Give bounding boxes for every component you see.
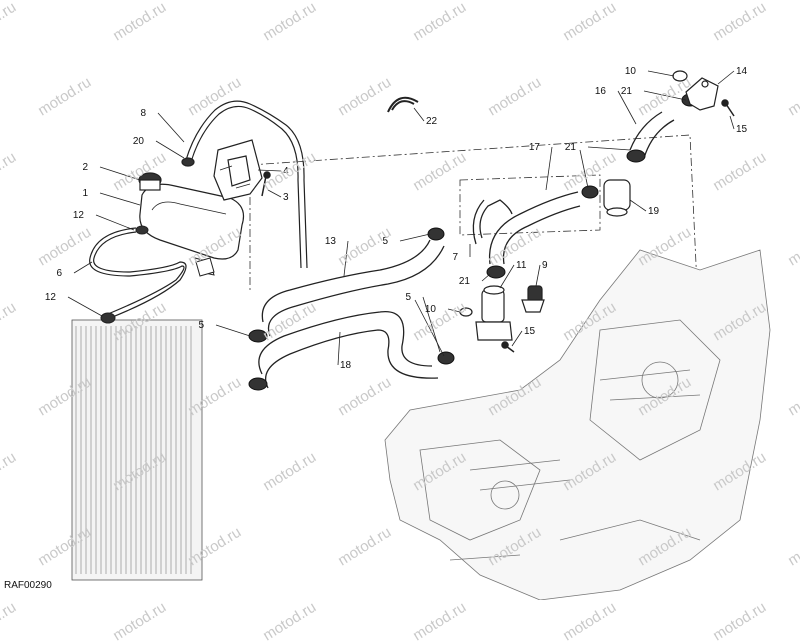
- callout-c17: 17: [529, 142, 541, 153]
- leader-line: [587, 146, 631, 151]
- leader-line: [447, 308, 461, 313]
- engine-block: [384, 249, 771, 601]
- callout-c2: 2: [82, 162, 88, 173]
- callout-labels: 1234555678910101112121314151516171819202…: [45, 66, 748, 371]
- callout-c21c: 21: [459, 276, 471, 287]
- watermark-text: motod.ru: [410, 598, 470, 644]
- clamp-22: [387, 96, 419, 113]
- callout-c9: 9: [542, 260, 548, 271]
- watermark-text: motod.ru: [260, 598, 320, 644]
- callout-c7: 7: [452, 252, 458, 263]
- callout-c12b: 12: [45, 292, 57, 303]
- leader-line: [499, 264, 515, 289]
- leader-line: [95, 214, 135, 231]
- leader-lines: [67, 70, 735, 366]
- callout-c15b: 15: [524, 326, 536, 337]
- sensor-9: [521, 285, 545, 313]
- leader-line: [337, 331, 341, 366]
- leader-line: [629, 199, 647, 212]
- screw-15-top: [721, 99, 735, 117]
- callout-c20: 20: [133, 136, 145, 147]
- leader-line: [579, 149, 589, 189]
- connector-14: [685, 77, 719, 111]
- leader-line: [99, 166, 141, 181]
- tank-cap: [138, 172, 162, 191]
- leader-line: [729, 115, 735, 130]
- hose-6: [89, 227, 187, 319]
- radiator: [71, 319, 203, 581]
- callout-c21a: 21: [621, 86, 633, 97]
- callout-c13: 13: [325, 236, 337, 247]
- hose-18: [258, 311, 439, 389]
- watermark-text: motod.ru: [560, 598, 620, 644]
- overflow-pipe: [185, 100, 308, 269]
- clamps-21: [486, 93, 699, 279]
- callout-c8: 8: [140, 108, 146, 119]
- leader-line: [647, 70, 675, 77]
- callout-c18: 18: [340, 360, 352, 371]
- callout-c19: 19: [648, 206, 660, 217]
- callout-c22: 22: [426, 116, 438, 127]
- leader-line: [717, 70, 735, 85]
- callout-c5a: 5: [382, 236, 388, 247]
- leader-line: [155, 140, 185, 159]
- leader-line: [157, 112, 185, 143]
- callout-c5b: 5: [198, 320, 204, 331]
- hose-clamps-5: [248, 227, 455, 391]
- leader-line: [73, 261, 93, 274]
- callout-c10b: 10: [425, 304, 437, 315]
- watermark-text: motod.ru: [110, 598, 170, 644]
- leader-line: [414, 299, 445, 357]
- callout-c5c: 5: [405, 292, 411, 303]
- leader-line: [643, 90, 687, 101]
- leader-line: [481, 273, 491, 282]
- hose-17: [472, 191, 581, 265]
- callout-c4: 4: [283, 166, 289, 177]
- leader-line: [267, 189, 282, 198]
- callout-c1: 1: [82, 188, 88, 199]
- hose-16: [629, 111, 675, 159]
- hose-13: [261, 239, 445, 337]
- leader-line: [99, 192, 141, 206]
- callout-c10a: 10: [625, 66, 637, 77]
- grommet-20: [181, 157, 195, 167]
- leader-line: [399, 233, 431, 242]
- screw-15-lower: [501, 341, 515, 353]
- watermark-text: motod.ru: [0, 598, 20, 644]
- leader-line: [413, 107, 425, 122]
- callout-c16: 16: [595, 86, 607, 97]
- clamp-12: [100, 225, 149, 324]
- leader-line: [67, 296, 103, 317]
- clip-10-lower: [459, 307, 473, 317]
- leader-line: [257, 169, 282, 172]
- watermark-text: motod.ru: [710, 598, 770, 644]
- leader-line: [545, 146, 553, 191]
- cooling-system-drawing: 1234555678910101112121314151516171819202…: [45, 66, 771, 601]
- leader-line: [535, 264, 541, 287]
- leader-line: [617, 90, 637, 125]
- callout-c14: 14: [736, 66, 748, 77]
- leader-line: [215, 324, 251, 337]
- callout-c6: 6: [56, 268, 62, 279]
- drawing-code: RAF00290: [4, 580, 52, 591]
- callout-c11: 11: [516, 260, 527, 271]
- callout-c3: 3: [283, 192, 289, 203]
- callout-c15a: 15: [736, 124, 748, 135]
- leader-line: [511, 330, 523, 347]
- gasket: [195, 257, 215, 277]
- tank-bracket: [213, 139, 263, 201]
- screw-3: [261, 171, 271, 197]
- leader-line: [343, 240, 349, 277]
- thermostat-19: [603, 179, 631, 217]
- callout-c12a: 12: [73, 210, 85, 221]
- connector-11: [475, 285, 513, 341]
- clip-10-top: [672, 70, 688, 82]
- callout-c21b: 21: [565, 142, 577, 153]
